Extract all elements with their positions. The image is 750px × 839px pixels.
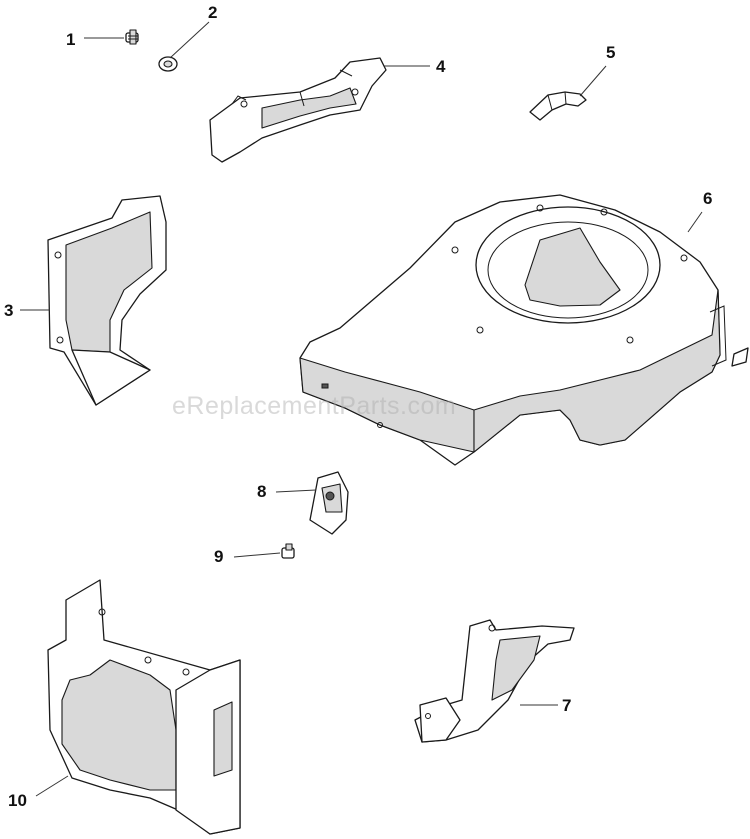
leader-6 xyxy=(687,211,703,233)
part-9-nut[interactable] xyxy=(281,543,295,559)
callout-10: 10 xyxy=(8,791,27,810)
part-7-baffle[interactable] xyxy=(414,619,575,743)
callout-7: 7 xyxy=(562,696,572,715)
part-4-bracket[interactable] xyxy=(209,57,387,163)
leader-9 xyxy=(233,552,281,558)
part-1-screw[interactable] xyxy=(125,29,139,45)
callout-3: 3 xyxy=(4,301,14,320)
leader-5 xyxy=(579,65,607,97)
leader-2 xyxy=(169,21,210,59)
callout-5: 5 xyxy=(606,43,616,62)
part-3-shield[interactable] xyxy=(47,195,167,406)
leader-8 xyxy=(275,489,317,493)
part-10-shroud[interactable] xyxy=(47,579,241,835)
callout-6: 6 xyxy=(703,189,713,208)
callout-9: 9 xyxy=(214,547,224,566)
callout-4: 4 xyxy=(436,57,446,76)
part-5-clamp[interactable] xyxy=(529,91,587,121)
leader-10 xyxy=(35,775,69,797)
part-2-nut[interactable] xyxy=(158,56,178,72)
part-6-blower-housing[interactable] xyxy=(299,194,749,466)
callout-1: 1 xyxy=(66,30,76,49)
callout-2: 2 xyxy=(208,3,218,22)
watermark: eReplacementParts.com xyxy=(172,392,457,420)
part-8-clip[interactable] xyxy=(309,471,349,535)
callout-8: 8 xyxy=(257,482,267,501)
